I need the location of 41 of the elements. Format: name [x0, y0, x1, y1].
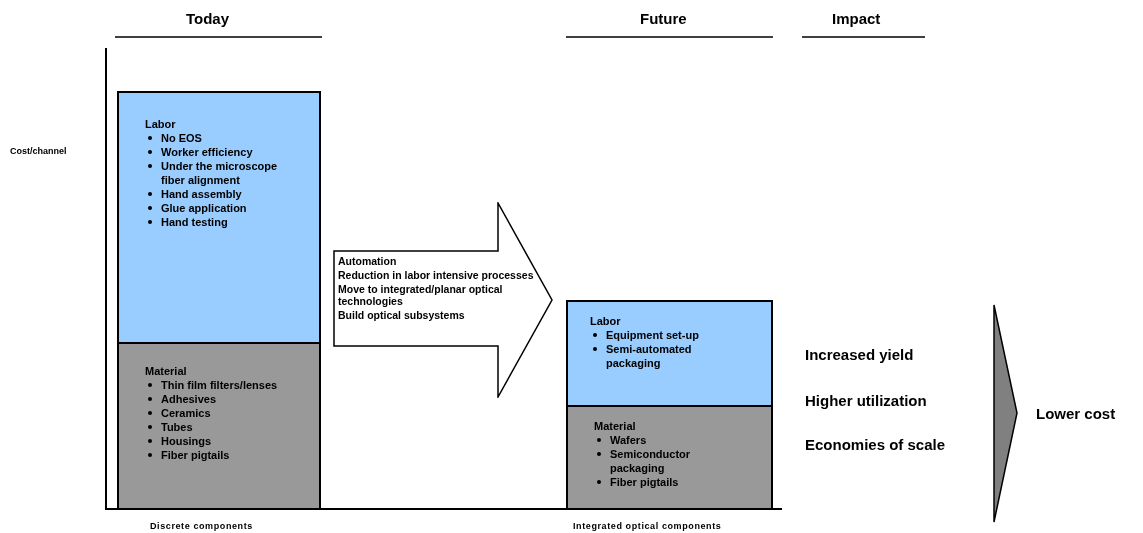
bullet-item: Equipment set-up [606, 328, 700, 342]
cost-block [566, 405, 773, 510]
text-label: Cost/channel [10, 146, 67, 156]
text-label: Increased yield [805, 346, 914, 363]
arrow-text: Move to integrated/planar optical technologies [338, 283, 504, 307]
bullet-item: Glue application [161, 201, 248, 215]
bullet-item: Thin film filters/lenses [161, 378, 279, 392]
bullet-item: Worker efficiency [161, 145, 254, 159]
bullet-item: Ceramics [161, 406, 212, 420]
cost-block [117, 342, 321, 510]
block-heading: Material [145, 364, 188, 378]
bullet-item: Hand assembly [161, 187, 243, 201]
text-label: Economies of scale [805, 436, 946, 453]
text-label: Today [186, 10, 230, 27]
text-label: Discrete components [150, 521, 253, 531]
block-arrow [333, 202, 554, 398]
bullet-item: Hand testing [161, 215, 229, 229]
block-heading: Material [594, 419, 637, 433]
text-label: Future [640, 10, 687, 27]
block-heading: Labor [145, 117, 177, 131]
cost-block [117, 91, 321, 344]
arrow-text: Build optical subsystems [338, 309, 466, 321]
bullet-item: No EOS [161, 131, 203, 145]
bullet-item: Fiber pigtails [610, 475, 680, 489]
bullet-item: Semi-automated packaging [606, 342, 693, 370]
cost-block [566, 300, 773, 407]
block-heading: Labor [590, 314, 622, 328]
bullet-item: Adhesives [161, 392, 218, 406]
bullet-item: Fiber pigtails [161, 448, 231, 462]
arrow-text: Automation [338, 255, 398, 267]
text-label: Lower cost [1036, 405, 1116, 422]
arrow-text: Reduction in labor intensive processes [338, 269, 535, 281]
text-label: Impact [832, 10, 881, 27]
bullet-item: Housings [161, 434, 213, 448]
bullet-item: Tubes [161, 420, 194, 434]
text-label: Higher utilization [805, 392, 927, 409]
bullet-item: Wafers [610, 433, 648, 447]
text-label: Integrated optical components [573, 521, 722, 531]
bullet-item: Under the microscope fiber alignment [161, 159, 279, 187]
chevron [993, 304, 1018, 523]
bullet-item: Semiconductor packaging [610, 447, 692, 475]
